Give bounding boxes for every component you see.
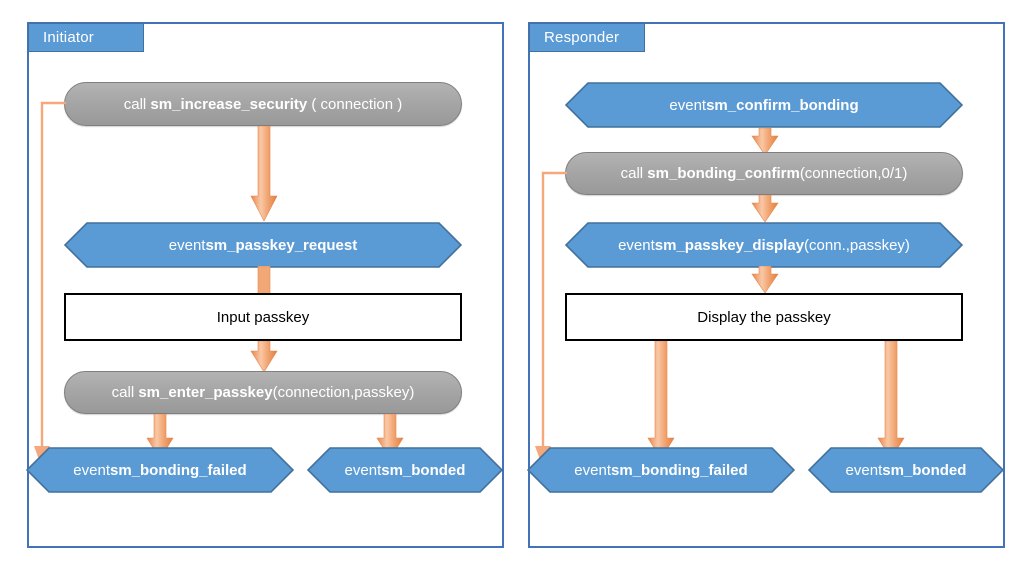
node-process-display-passkey[interactable]: Display the passkey — [565, 293, 963, 341]
node-call-sm-enter-passkey[interactable]: call sm_enter_passkey(connection,passkey… — [64, 371, 462, 414]
node-label-prefix: call — [620, 165, 648, 182]
node-label-name: sm_enter_passkey — [138, 384, 273, 401]
node-label-name: sm_bonding_failed — [110, 461, 247, 479]
node-process-input-passkey[interactable]: Input passkey — [64, 293, 462, 341]
node-label-prefix: event — [845, 461, 883, 479]
node-label-prefix: event — [344, 461, 382, 479]
arrow-down-responder-4 — [647, 341, 675, 460]
node-event-sm-bonded-initiator[interactable]: event sm_bonded — [307, 447, 503, 493]
node-label-prefix: event — [168, 236, 206, 254]
node-label-prefix: event — [669, 96, 707, 114]
node-label-name: sm_bonded — [381, 461, 466, 479]
node-event-sm-passkey-display[interactable]: event sm_passkey_display(conn.,passkey) — [565, 222, 963, 268]
node-label-suffix: ( connection ) — [307, 95, 403, 113]
node-label: Display the passkey — [697, 308, 831, 326]
panel-responder-tab-label: Responder — [544, 29, 620, 46]
node-label-suffix: (connection,passkey) — [272, 384, 415, 401]
node-label-prefix: event — [618, 236, 655, 254]
node-label-prefix: call — [111, 384, 139, 401]
arrow-down-responder-1 — [751, 128, 779, 156]
panel-initiator-tab-label: Initiator — [43, 29, 94, 46]
node-event-sm-bonded-responder[interactable]: event sm_bonded — [808, 447, 1004, 493]
node-label-prefix: call — [123, 95, 151, 113]
arrow-down-responder-2 — [751, 195, 779, 223]
node-label-name: sm_bonding_failed — [611, 461, 748, 479]
node-event-sm-bonding-failed-responder[interactable]: event sm_bonding_failed — [527, 447, 795, 493]
node-event-sm-bonding-failed-initiator[interactable]: event sm_bonding_failed — [26, 447, 294, 493]
node-label-name: sm_passkey_request — [205, 236, 358, 254]
arrow-down-initiator-3 — [250, 341, 278, 373]
node-label-name: sm_bonded — [882, 461, 967, 479]
node-event-sm-passkey-request[interactable]: event sm_passkey_request — [64, 222, 462, 268]
node-label-prefix: event — [574, 461, 611, 479]
node-event-sm-confirm-bonding[interactable]: event sm_confirm_bonding — [565, 82, 963, 128]
node-label-name: sm_bonding_confirm — [647, 165, 800, 182]
node-label-suffix: (connection,0/1) — [799, 165, 908, 182]
node-call-sm-increase-security[interactable]: call sm_increase_security ( connection ) — [64, 82, 462, 126]
arrow-down-initiator-1 — [250, 126, 278, 222]
connector-responder-failure-path — [535, 166, 581, 471]
panel-initiator-tab: Initiator — [28, 23, 144, 52]
node-call-sm-bonding-confirm[interactable]: call sm_bonding_confirm(connection,0/1) — [565, 152, 963, 195]
node-label: Input passkey — [216, 308, 310, 326]
node-label-prefix: event — [73, 461, 110, 479]
arrow-down-responder-5 — [877, 341, 905, 460]
node-label-name: sm_passkey_display — [654, 236, 805, 254]
node-label-name: sm_increase_security — [150, 95, 308, 113]
arrow-down-initiator-2 — [256, 266, 272, 294]
node-label-name: sm_confirm_bonding — [706, 96, 859, 114]
node-label-suffix: (conn.,passkey) — [804, 236, 910, 254]
panel-responder-tab: Responder — [529, 23, 645, 52]
arrow-down-responder-3 — [751, 266, 779, 294]
connector-initiator-failure-path — [34, 96, 80, 471]
